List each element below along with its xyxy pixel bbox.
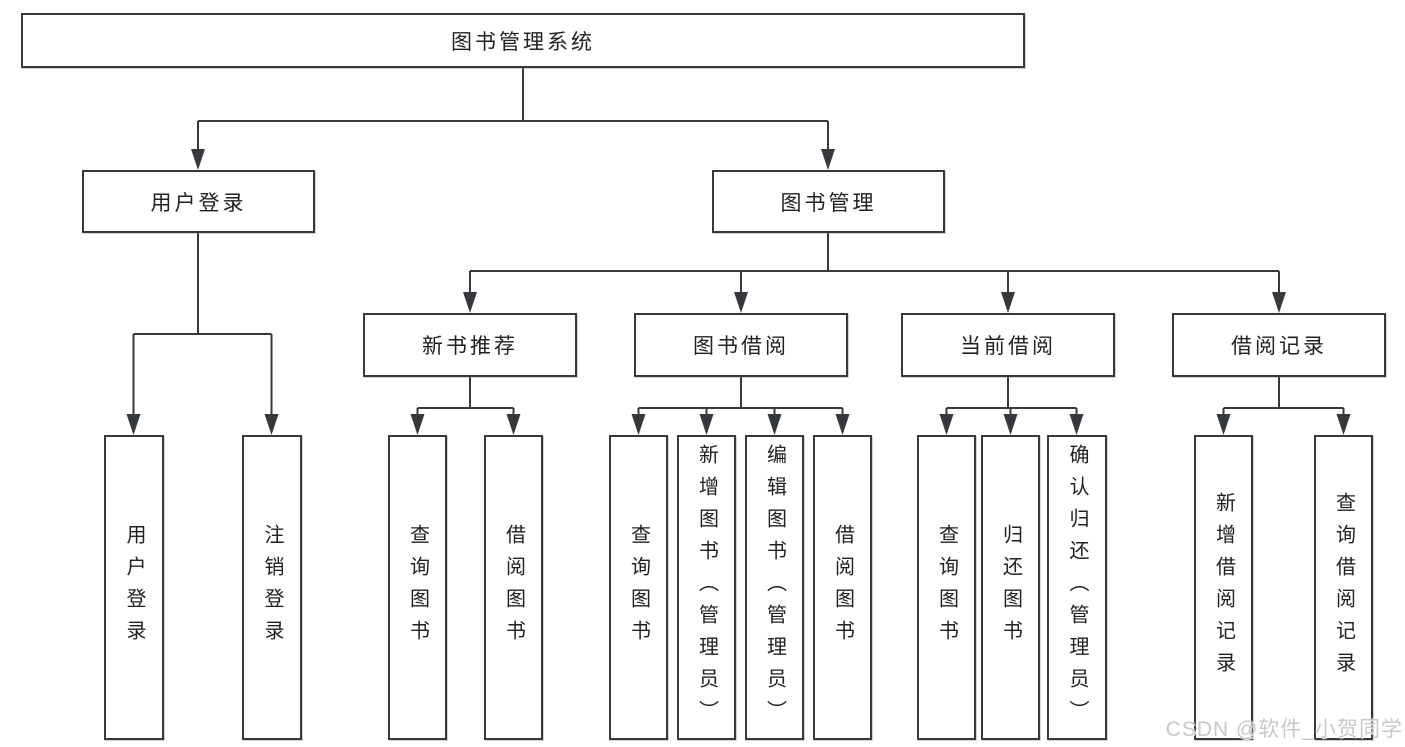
- node-label: 借阅图书: [831, 523, 854, 652]
- leaf-confirm-return-admin: 确认归还（管理员）: [1047, 435, 1107, 740]
- arrow-icon: [1272, 292, 1286, 313]
- node-label: 当前借阅: [960, 335, 1056, 358]
- node-current-borrow: 当前借阅: [901, 313, 1115, 377]
- arrow-icon: [1216, 414, 1231, 435]
- node-label: 图书管理: [780, 191, 877, 215]
- leaf-return-books: 归还图书: [981, 435, 1040, 740]
- node-new-book-recommend: 新书推荐: [363, 313, 577, 377]
- arrow-icon: [734, 292, 748, 313]
- node-label: 查询图书: [627, 523, 650, 652]
- arrow-icon: [767, 414, 782, 435]
- node-label: 借阅记录: [1231, 335, 1327, 358]
- node-label: 图书借阅: [693, 335, 789, 358]
- node-label: 归还图书: [999, 523, 1022, 652]
- arrowheads: [126, 149, 1351, 435]
- connector-user-login: [132, 233, 273, 418]
- node-library-system: 图书管理系统: [21, 13, 1025, 68]
- leaf-user-login: 用户登录: [104, 435, 164, 740]
- node-label: 查询图书: [935, 523, 958, 652]
- connector-new-book-recommend: [416, 377, 515, 418]
- leaf-add-borrow-record: 新增借阅记录: [1194, 435, 1253, 740]
- node-label: 新书推荐: [422, 335, 518, 358]
- arrow-icon: [939, 414, 954, 435]
- arrow-icon: [264, 414, 279, 435]
- node-label: 注销登录: [261, 523, 283, 652]
- leaf-edit-books-admin: 编辑图书（管理员）: [745, 435, 804, 740]
- arrow-icon: [1336, 414, 1351, 435]
- connector-book-borrow: [637, 377, 844, 418]
- node-borrow-records: 借阅记录: [1172, 313, 1386, 377]
- connector-borrow-records: [1222, 377, 1345, 418]
- leaf-query-books-current: 查询图书: [917, 435, 976, 740]
- node-label: 查询图书: [406, 523, 429, 652]
- node-label: 新增图书（管理员）: [695, 443, 718, 732]
- node-book-borrow: 图书借阅: [634, 313, 848, 377]
- arrow-icon: [631, 414, 646, 435]
- arrow-icon: [699, 414, 714, 435]
- node-user-login: 用户登录: [82, 170, 315, 233]
- node-label: 查询借阅记录: [1332, 491, 1355, 684]
- arrow-icon: [126, 414, 141, 435]
- arrow-icon: [835, 414, 850, 435]
- node-label: 编辑图书（管理员）: [763, 443, 786, 732]
- node-label: 用户登录: [150, 191, 247, 215]
- node-label: 确认归还（管理员）: [1066, 443, 1088, 732]
- node-label: 新增借阅记录: [1212, 491, 1235, 684]
- leaf-query-borrow-record: 查询借阅记录: [1314, 435, 1373, 740]
- node-book-management: 图书管理: [712, 170, 945, 233]
- connector-book-management: [469, 233, 1280, 296]
- arrow-icon: [1001, 292, 1015, 313]
- arrow-icon: [821, 149, 835, 170]
- leaf-borrow-books: 借阅图书: [813, 435, 872, 740]
- arrow-icon: [1069, 414, 1084, 435]
- arrow-icon: [410, 414, 425, 435]
- arrow-icon: [506, 414, 521, 435]
- csdn-watermark: CSDN @软件_小贺同学: [1165, 718, 1403, 741]
- leaf-query-books-borrow: 查询图书: [609, 435, 668, 740]
- leaf-borrow-books-recommend: 借阅图书: [484, 435, 543, 740]
- node-label: 用户登录: [123, 523, 145, 652]
- leaf-logout-login: 注销登录: [242, 435, 302, 740]
- node-label: 借阅图书: [502, 523, 525, 652]
- leaf-add-books-admin: 新增图书（管理员）: [677, 435, 736, 740]
- connector-root: [197, 68, 829, 152]
- leaf-query-books-recommend: 查询图书: [388, 435, 447, 740]
- arrow-icon: [463, 292, 477, 313]
- node-label: 图书管理系统: [451, 30, 595, 54]
- connector-current-borrow: [945, 377, 1078, 418]
- arrow-icon: [1003, 414, 1018, 435]
- arrow-icon: [191, 149, 205, 170]
